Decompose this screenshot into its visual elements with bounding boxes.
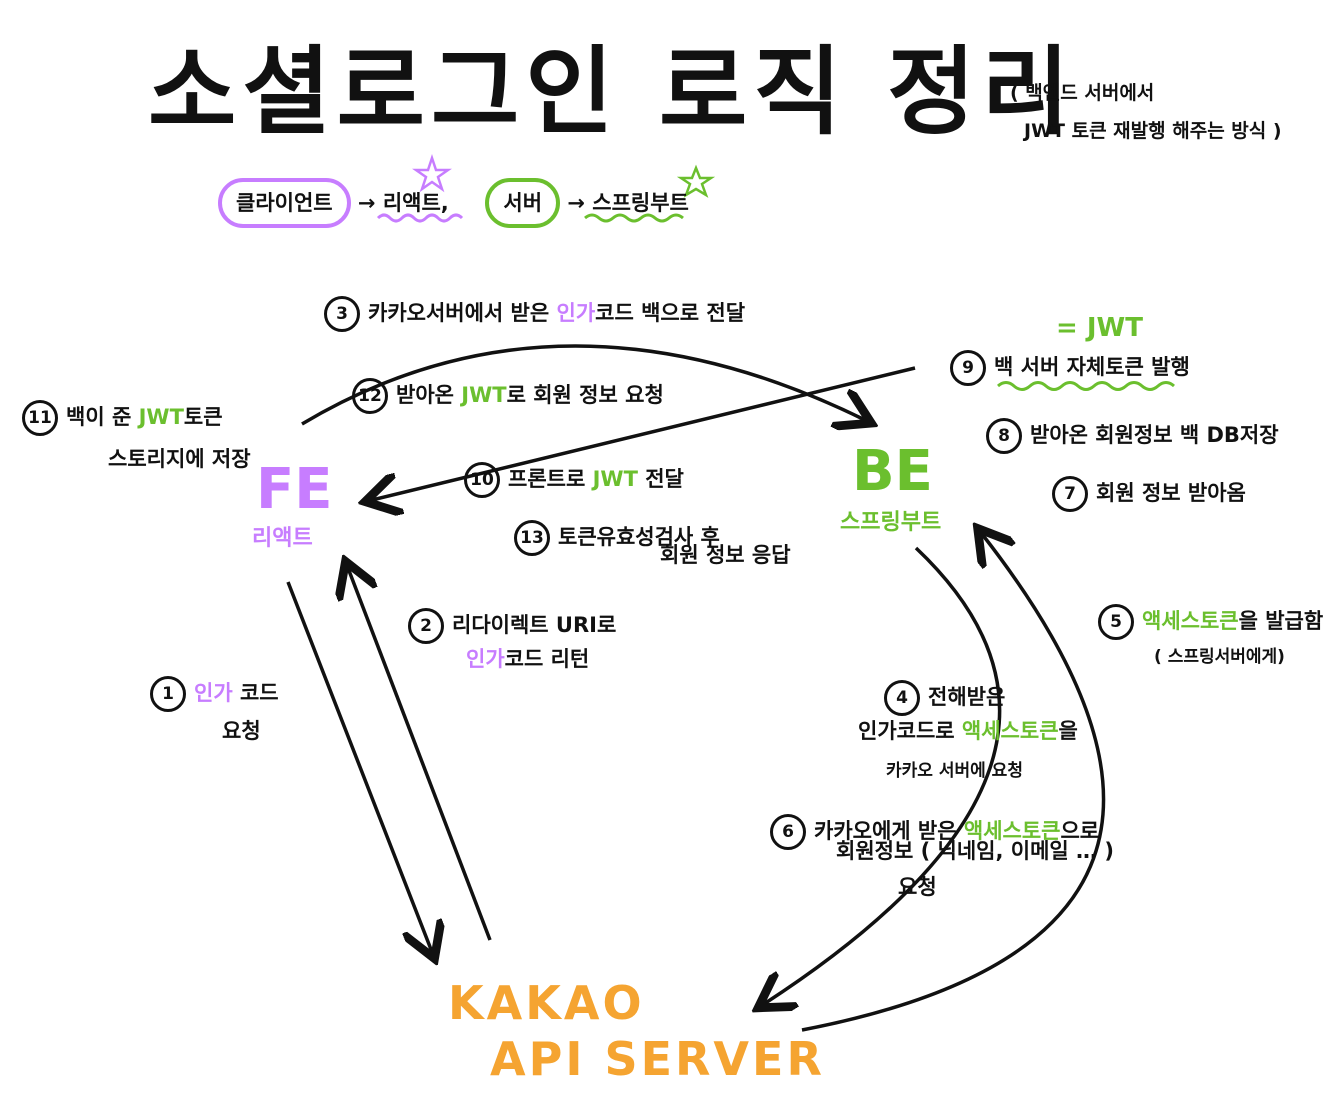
arrow-step2 xyxy=(348,568,492,941)
arrow-right-icon: → xyxy=(357,191,383,215)
subtitle-note-line1: ( 백엔드 서버에서 xyxy=(1010,82,1155,104)
node-be-sub: 스프링부트 xyxy=(840,510,942,535)
star-purple-icon xyxy=(412,154,452,193)
step-5-line2: ( 스프링서버에게) xyxy=(1154,647,1285,667)
node-kakao-line1: KAKAO xyxy=(448,976,645,1030)
arrow-step10 xyxy=(372,366,916,500)
step-11-line2: 스토리지에 저장 xyxy=(108,447,251,471)
step-number: 7 xyxy=(1052,476,1088,512)
arrow-step4 xyxy=(764,546,1002,1004)
step-number: 6 xyxy=(770,814,806,850)
arrow-right-icon: → xyxy=(567,191,593,215)
step-number: 11 xyxy=(22,400,58,436)
step-6-line2: 회원정보 ( 닉네임, 이메일 … ) xyxy=(836,839,1114,863)
step-4-line3: 카카오 서버에 요청 xyxy=(886,761,1023,781)
step-number: 10 xyxy=(464,462,500,498)
node-fe: FE xyxy=(256,457,333,522)
step-4-line2: 인가코드로 액세스토큰을 xyxy=(858,719,1078,743)
step-number: 13 xyxy=(514,520,550,556)
step-number: 5 xyxy=(1098,604,1134,640)
node-kakao-line2: API SERVER xyxy=(490,1032,825,1086)
subtitle-note-line2: JWT 토큰 재발행 해주는 방식 ) xyxy=(1024,120,1282,142)
arrow-step5 xyxy=(801,534,1106,1032)
step-number: 1 xyxy=(150,676,186,712)
legend-client-impl: 리액트, xyxy=(382,191,449,215)
squiggle-purple xyxy=(376,213,464,223)
step-number: 9 xyxy=(950,350,986,386)
page-title: 소셜로그인 로직 정리 xyxy=(148,36,1076,148)
step-9-eq: = JWT xyxy=(1056,313,1143,343)
step-13-line2: 회원 정보 응답 xyxy=(660,543,791,567)
step-number: 8 xyxy=(986,418,1022,454)
legend-client: 클라이언트 xyxy=(218,178,351,229)
legend-server-impl: 스프링부트 xyxy=(592,191,689,215)
legend: 클라이언트 → 리액트, 서버 → 스프링부트 xyxy=(218,178,689,229)
node-be: BE xyxy=(852,439,933,504)
step-2-line2: 인가코드 리턴 xyxy=(466,647,590,671)
step-1-line2: 요청 xyxy=(222,719,261,743)
node-fe-sub: 리액트 xyxy=(252,526,313,551)
step-number: 3 xyxy=(324,296,360,332)
step-number: 2 xyxy=(408,608,444,644)
star-green-icon xyxy=(676,164,716,198)
squiggle-green xyxy=(584,213,684,223)
step-6-line3: 요청 xyxy=(898,875,937,899)
squiggle-green-jwt xyxy=(997,381,1175,391)
arrow-step1 xyxy=(286,581,432,952)
legend-server: 서버 xyxy=(485,178,561,229)
step-number: 12 xyxy=(352,378,388,414)
step-number: 4 xyxy=(884,680,920,716)
